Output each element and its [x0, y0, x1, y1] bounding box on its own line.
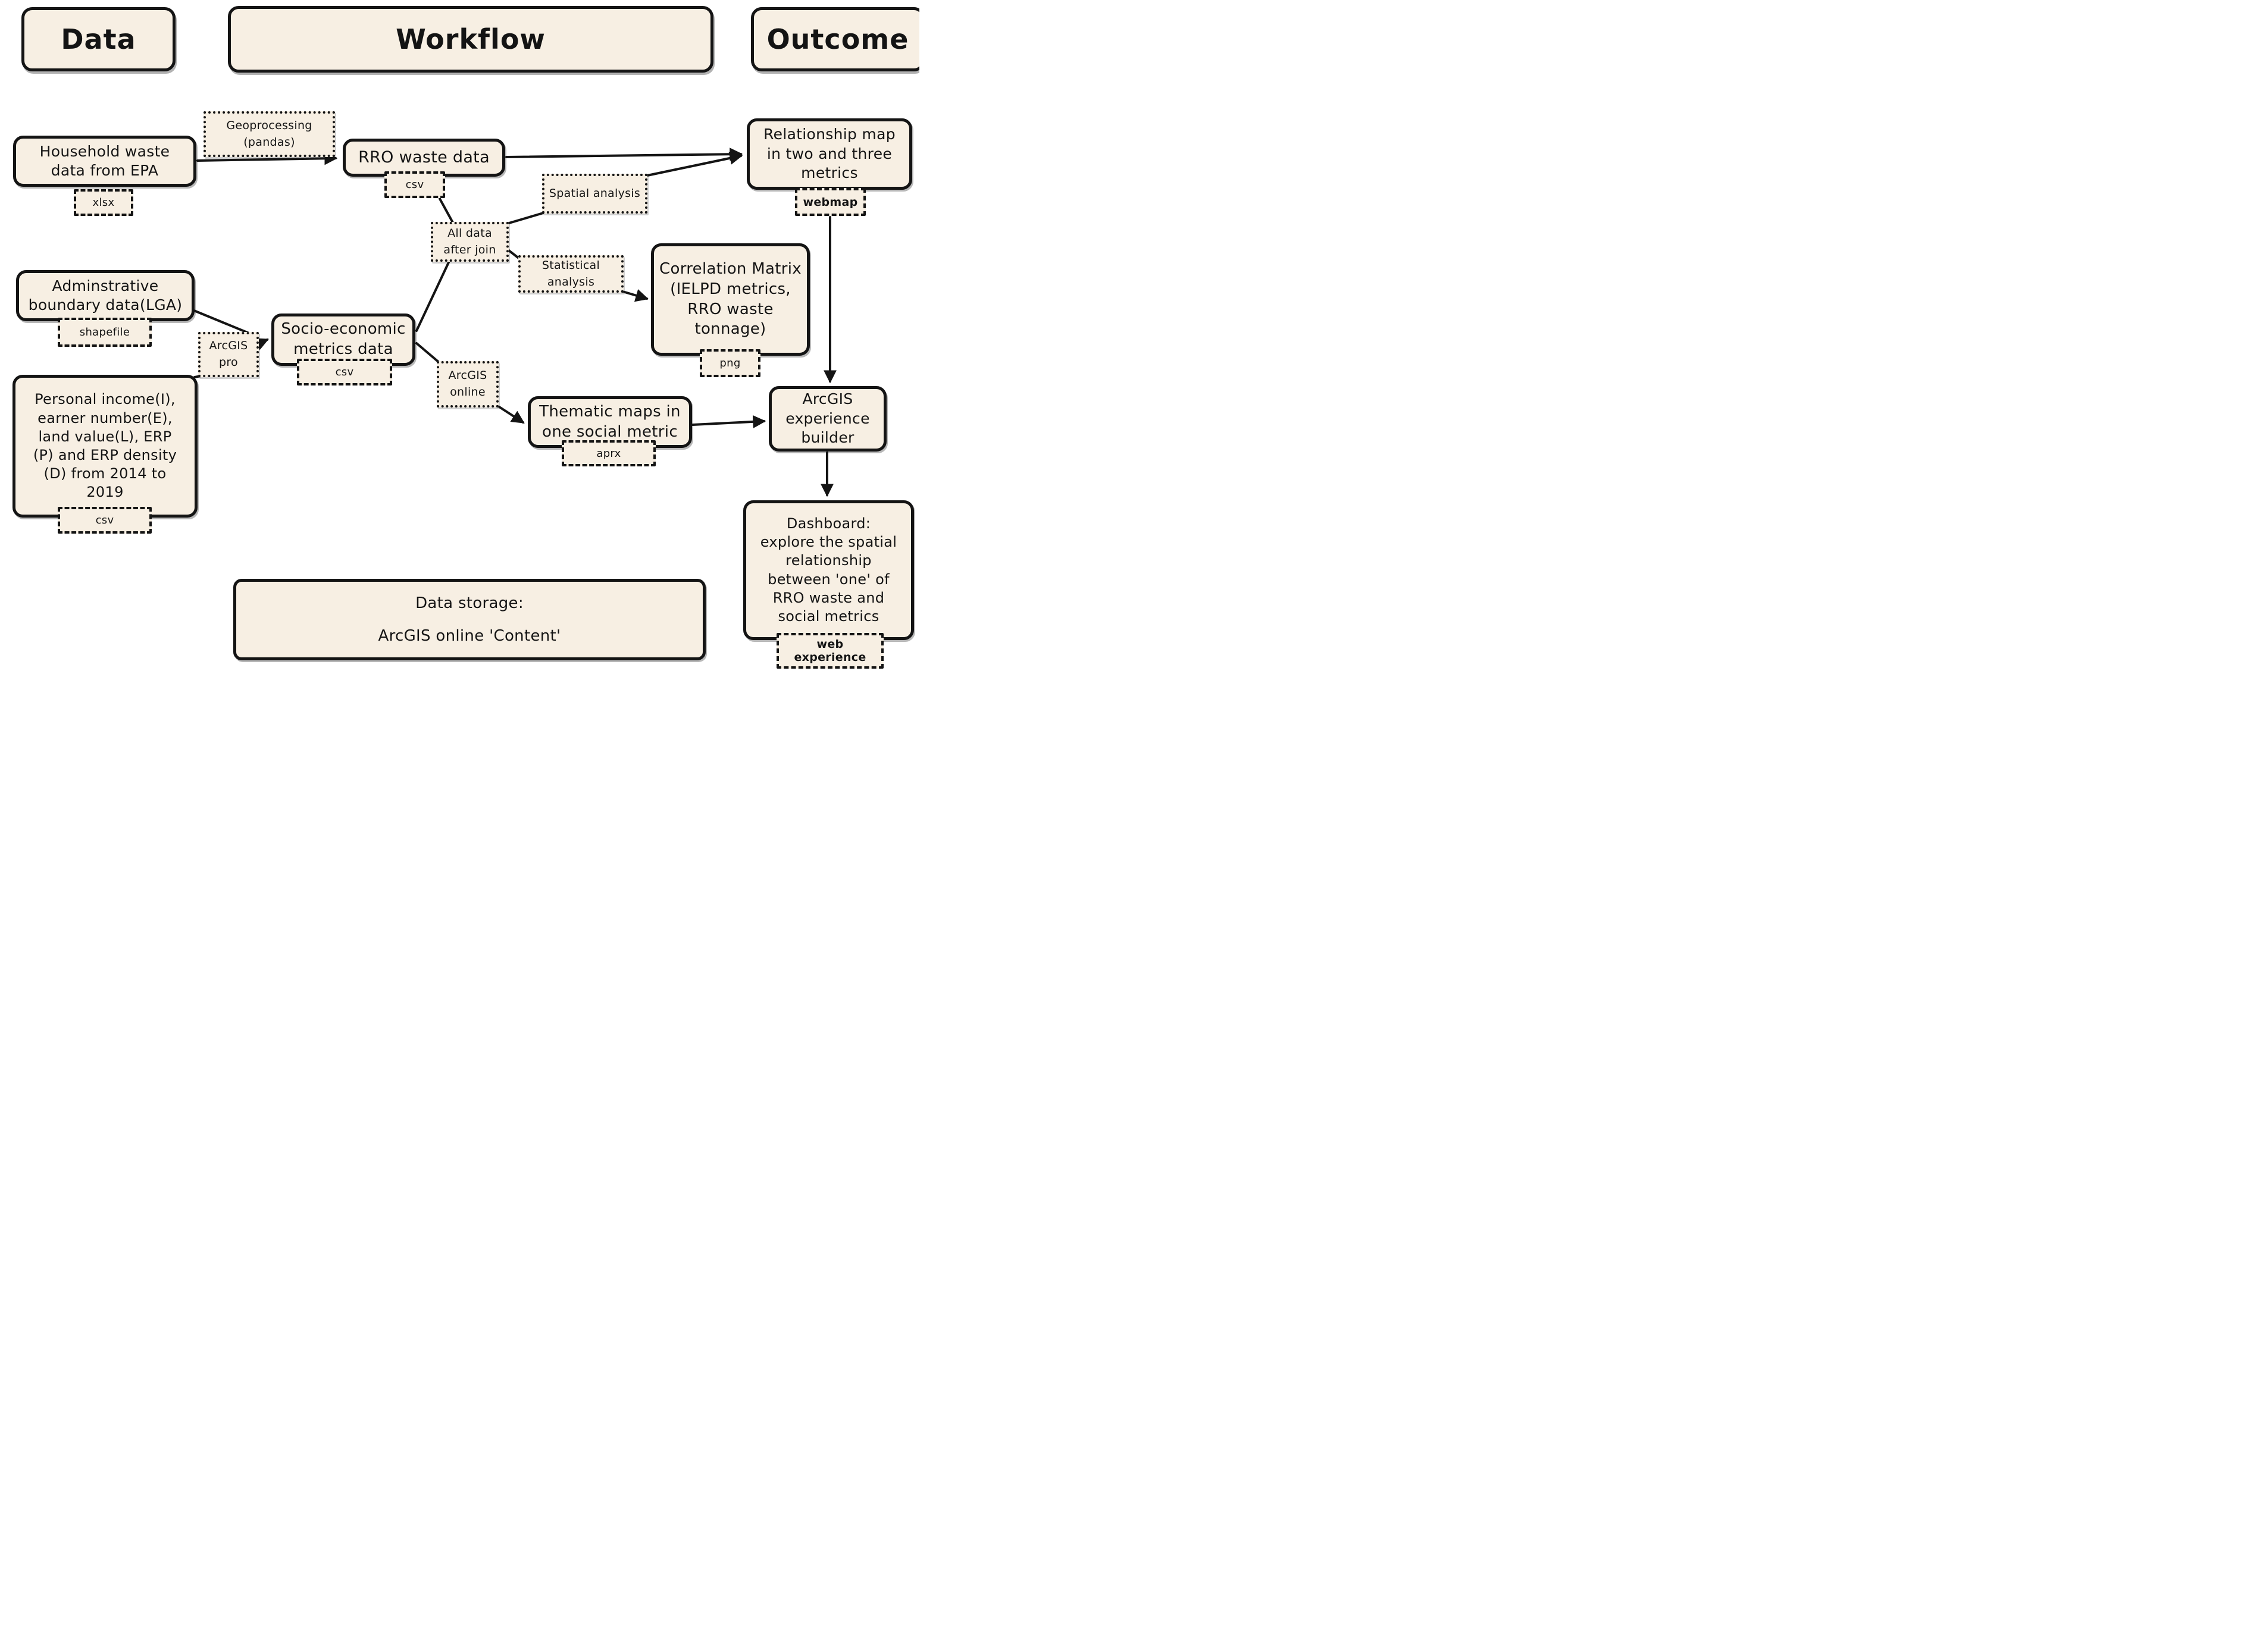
process-spatial-analysis: Spatial analysis	[542, 174, 647, 214]
tag-personal-csv: csv	[58, 507, 152, 534]
tag-admin-shapefile: shapefile	[58, 318, 152, 347]
tag-relationship-webmap: webmap	[795, 188, 866, 216]
edge-alldata-to-spatial	[506, 212, 544, 225]
edge-spatial-to-relationship	[643, 152, 743, 177]
header-workflow: Workflow	[228, 6, 713, 73]
tag-correlation-png: png	[700, 349, 760, 377]
edge-household-to-rro	[196, 152, 338, 165]
tag-thematic-aprx: aprx	[562, 440, 656, 466]
node-socio-economic-metrics: Socio-economic metrics data	[271, 314, 415, 366]
tag-household-xlsx: xlsx	[74, 189, 133, 216]
node-administrative-boundary: Adminstrative boundary data(LGA)	[16, 270, 195, 321]
process-statistical-analysis: Statistical analysis	[518, 255, 624, 293]
edge-socio-to-alldata	[415, 261, 450, 332]
node-dashboard: Dashboard: explore the spatial relations…	[743, 500, 914, 640]
edge-arcgisonline-to-thematic	[498, 406, 525, 424]
node-personal-income: Personal income(I), earner number(E), la…	[12, 375, 198, 518]
node-experience-builder: ArcGIS experience builder	[769, 386, 887, 452]
node-rro-waste-data: RRO waste data	[343, 139, 505, 177]
node-correlation-matrix: Correlation Matrix (IELPD metrics, RRO w…	[651, 243, 810, 356]
process-arcgis-online: ArcGIS online	[437, 361, 499, 407]
edge-thematic-to-builder	[691, 415, 766, 428]
process-geoprocessing: Geoprocessing (pandas)	[204, 111, 335, 157]
node-relationship-map: Relationship map in two and three metric…	[747, 118, 912, 190]
edge-rrocsv-to-alldata	[439, 198, 455, 225]
node-household-waste: Household waste data from EPA	[13, 136, 196, 187]
tag-dashboard-web-experience: web experience	[777, 633, 884, 669]
node-thematic-maps: Thematic maps in one social metric	[528, 396, 692, 448]
tag-socio-csv: csv	[297, 359, 392, 385]
header-data: Data	[21, 7, 176, 71]
edge-rro-to-relationship	[505, 148, 743, 161]
edge-admin-to-arcgispro	[193, 309, 256, 337]
header-outcome: Outcome	[751, 7, 919, 71]
flowchart-canvas: Data Workflow Outcome Household waste da…	[0, 0, 919, 672]
edge-statistical-to-correlation	[619, 289, 649, 302]
edges-layer	[193, 148, 837, 497]
tag-rro-csv: csv	[384, 171, 445, 198]
process-arcgis-pro: ArcGIS pro	[198, 332, 259, 377]
process-all-data-after-join: All data after join	[431, 222, 509, 262]
edge-socio-to-arcgisonline	[415, 342, 442, 365]
node-data-storage: Data storage: ArcGIS online 'Content'	[233, 579, 706, 660]
